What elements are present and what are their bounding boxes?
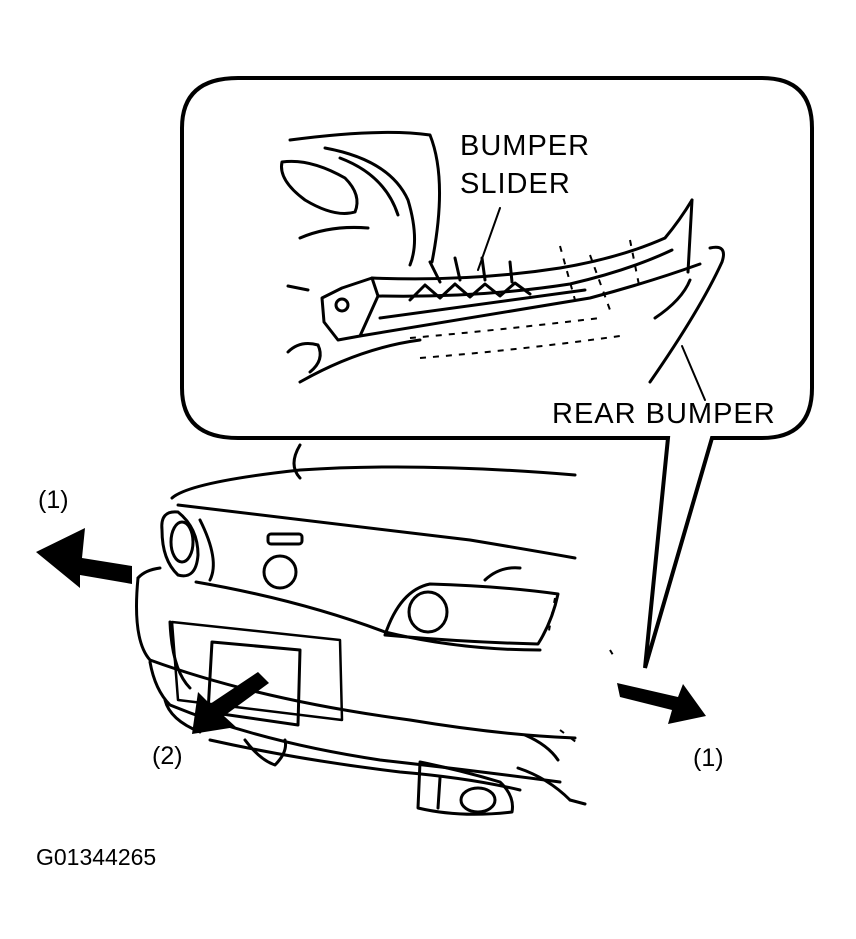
- vehicle-hidden-lines: [547, 597, 617, 743]
- bumper-slider-detail-sketch: [279, 130, 725, 401]
- down-arrow-step-label: (2): [152, 742, 183, 770]
- bumper-slider-label-line1: BUMPER: [460, 130, 591, 162]
- bumper-slider-label-line2: SLIDER: [460, 168, 571, 200]
- removal-arrows: [36, 528, 706, 734]
- right-arrow-icon: [617, 683, 706, 724]
- rear-bumper-label: REAR BUMPER: [552, 398, 776, 430]
- left-arrow-icon: [36, 528, 132, 588]
- bumper-slider-dashed-parts: [409, 239, 641, 359]
- left-arrow-step-label: (1): [38, 486, 69, 514]
- down-left-arrow-icon: [192, 672, 269, 734]
- detail-callout: [180, 76, 814, 669]
- right-arrow-step-label: (1): [693, 744, 724, 772]
- figure-id: G01344265: [36, 844, 157, 870]
- callout-bubble-outline: [180, 76, 814, 669]
- vehicle-rear-view: [135, 443, 587, 816]
